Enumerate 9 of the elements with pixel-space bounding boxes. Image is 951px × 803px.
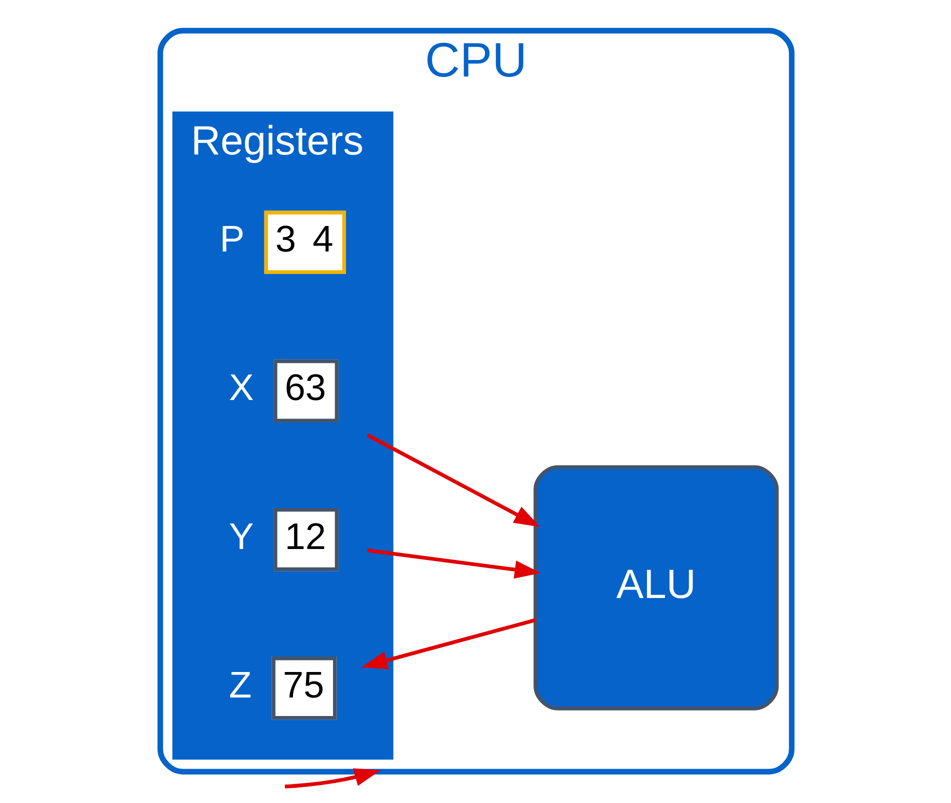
arrow <box>366 434 540 528</box>
arrow <box>360 618 536 670</box>
node-label: Z <box>228 663 252 706</box>
node-label: P <box>219 218 244 260</box>
node-box: ALU <box>533 465 778 710</box>
node-label: X <box>228 366 254 408</box>
arrow <box>284 768 380 788</box>
node-label: Y <box>228 514 254 557</box>
arrow <box>366 548 540 579</box>
